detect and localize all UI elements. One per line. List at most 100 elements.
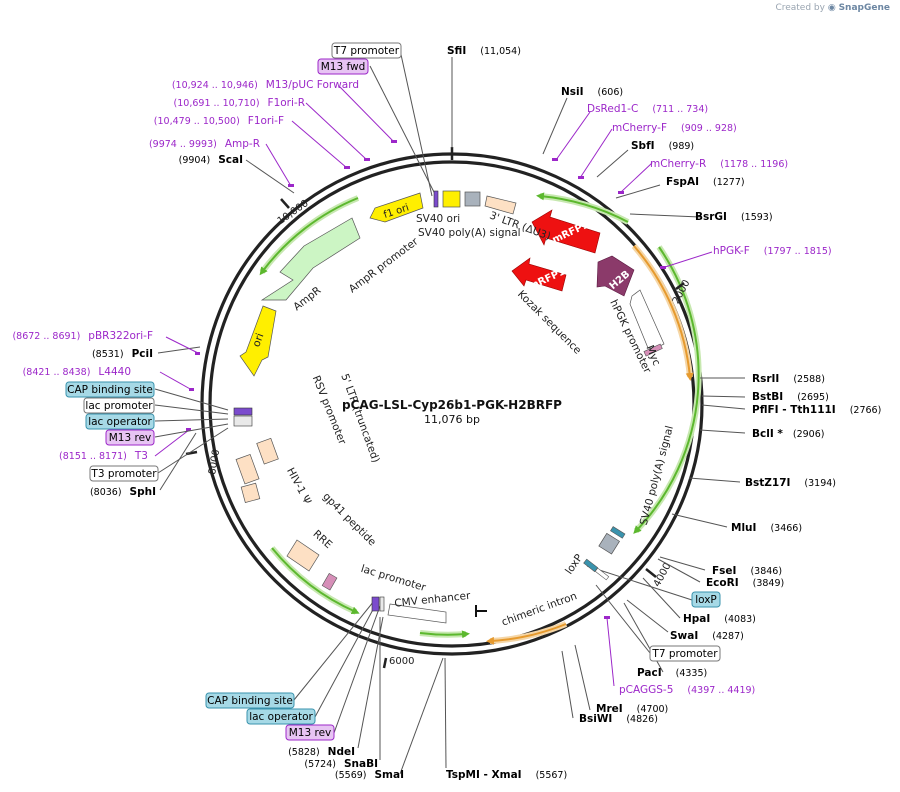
enzyme-label: BsiWI(4826) [579, 713, 658, 725]
watermark-prefix: Created by [775, 3, 825, 13]
boxed-label: lac promoter [83, 397, 155, 414]
boxed-label: M13 fwd [317, 58, 369, 75]
f1-ori-arrow [369, 192, 424, 223]
svg-text:M13 rev: M13 rev [109, 432, 152, 444]
enzyme-label: BclI *(2906) [752, 428, 824, 440]
feature-label: AmpR promoter [347, 235, 421, 295]
primer-label: mCherry-F(909 .. 928) [612, 122, 737, 134]
feature-label: 5' LTR (truncated) [338, 372, 381, 464]
svg-text:lac promoter: lac promoter [85, 400, 153, 412]
sv40-ori-box [442, 190, 461, 208]
feature-label: Kozak sequence [515, 288, 583, 356]
sv40-polya-box-right [598, 532, 620, 555]
boxed-label: T3 promoter [89, 465, 159, 482]
enzyme-label: FspAI(1277) [666, 176, 745, 188]
primer-label: (10,479 .. 10,500)F1ori-F [154, 115, 284, 127]
primer-marks [186, 140, 666, 619]
feature-label: chimeric intron [500, 590, 579, 628]
h2b-arrow [596, 255, 635, 297]
boxed-label: lac operator [85, 413, 155, 430]
enzyme-label: SfiI(11,054) [447, 45, 521, 57]
orientation-arcs [259, 192, 702, 645]
enzyme-label: NsiI(606) [561, 86, 623, 98]
ltr5-box [256, 437, 279, 465]
feature-label: CMV enhancer [394, 590, 472, 610]
hiv-psi-box [240, 482, 261, 503]
enzyme-label: FseI(3846) [712, 565, 782, 577]
enzyme-label: MreI(4700) [596, 703, 668, 715]
boxed-label: CAP binding site [205, 692, 295, 709]
enzyme-label: (8036)SphI [90, 486, 156, 498]
enzyme-label: BstZ17I(3194) [745, 477, 836, 489]
primer-label: (8151 .. 8171)T3 [59, 450, 148, 462]
ampr-arrow [260, 217, 361, 301]
ltr3-box [484, 195, 517, 215]
feature-label: SV40 poly(A) signal [418, 227, 521, 239]
boxed-label: lac operator [246, 708, 316, 725]
svg-text:lac operator: lac operator [88, 416, 152, 428]
primer-label: (9974 .. 9993)Amp-R [149, 138, 260, 150]
primer-label: (10,924 .. 10,946)M13/pUC Forward [172, 79, 359, 91]
chimeric-intron-mark [475, 605, 487, 617]
svg-text:T7 promoter: T7 promoter [651, 648, 718, 660]
tick-label: 8000 [207, 449, 222, 476]
primer-label: pCAGGS-5(4397 .. 4419) [619, 684, 755, 696]
primer-leader-lines [154, 86, 713, 687]
boxed-label: CAP binding site [65, 381, 155, 398]
primer-label: (10,691 .. 10,710)F1ori-R [174, 97, 305, 109]
feature-label: RRE [310, 528, 334, 551]
enzyme-label: SbfI(989) [631, 140, 694, 152]
plasmid-name: pCAG-LSL-Cyp26b1-PGK-H2BRFP [342, 398, 562, 412]
cmv-enhancer-box [387, 603, 447, 624]
primer-label: mCherry-R(1178 .. 1196) [650, 158, 788, 170]
enzyme-label: PflFI - Tth111I(2766) [752, 404, 881, 416]
enzyme-label: RsrII(2588) [752, 373, 825, 385]
snapgene-logo-icon: ◉ [827, 3, 836, 13]
boxed-label: M13 rev [105, 429, 155, 446]
box-leader-lines [154, 49, 693, 734]
boxed-label: loxP [691, 591, 721, 608]
enzyme-label: PacI(4335) [637, 667, 707, 679]
sv40-polya-box-top [464, 191, 481, 207]
feature-label: HIV-1 Ψ [284, 466, 313, 507]
rsv-promoter-box [235, 453, 260, 485]
enzyme-label: (8531)PciI [92, 348, 153, 360]
mrfp1-arrow-inner [511, 257, 567, 292]
svg-text:T3 promoter: T3 promoter [90, 468, 157, 480]
enzyme-label: TspMI - XmaI(5567) [446, 769, 567, 781]
myc-tag [643, 343, 663, 357]
feature-shapes [233, 190, 665, 624]
enzyme-label: (5828)NdeI [288, 746, 355, 758]
feature-label: loxP [563, 552, 585, 577]
mrfp1-arrow-top [531, 209, 601, 254]
snapgene-watermark: Created by ◉ SnapGene [775, 3, 890, 13]
tick-marks [185, 147, 685, 669]
svg-text:lac operator: lac operator [249, 711, 313, 723]
feature-label: lac promoter [359, 563, 427, 594]
tick-label: 6000 [389, 656, 414, 667]
feature-label: SV40 ori [416, 213, 460, 225]
boxed-label: M13 rev [285, 724, 335, 741]
enzyme-label: (5724)SnaBI [304, 758, 378, 770]
boxed-label: T7 promoter [649, 645, 721, 662]
enzyme-label: HpaI(4083) [683, 613, 756, 625]
enzyme-label: (9904)ScaI [179, 154, 243, 166]
gp41-peptide-box [321, 573, 338, 591]
enzyme-label: (5569)SmaI [335, 769, 404, 781]
rre-box [286, 539, 320, 572]
enzyme-leader-lines [157, 57, 746, 775]
loxp-box-lower [583, 558, 599, 573]
enzyme-label: EcoRI(3849) [706, 577, 784, 589]
watermark-brand: SnapGene [838, 3, 890, 13]
primer-label: hPGK-F(1797 .. 1815) [713, 245, 832, 257]
primer-label: DsRed1-C(711 .. 734) [587, 103, 708, 115]
loxp-box-right [610, 526, 626, 539]
enzyme-label: BstBI(2695) [752, 391, 829, 403]
ori-arrow [239, 305, 277, 377]
svg-text:loxP: loxP [695, 594, 717, 606]
enzyme-label: BsrGI(1593) [695, 211, 773, 223]
primer-label: (8421 .. 8438)L4440 [23, 366, 131, 378]
feature-label: AmpR [291, 284, 323, 313]
svg-text:M13 fwd: M13 fwd [321, 61, 366, 73]
